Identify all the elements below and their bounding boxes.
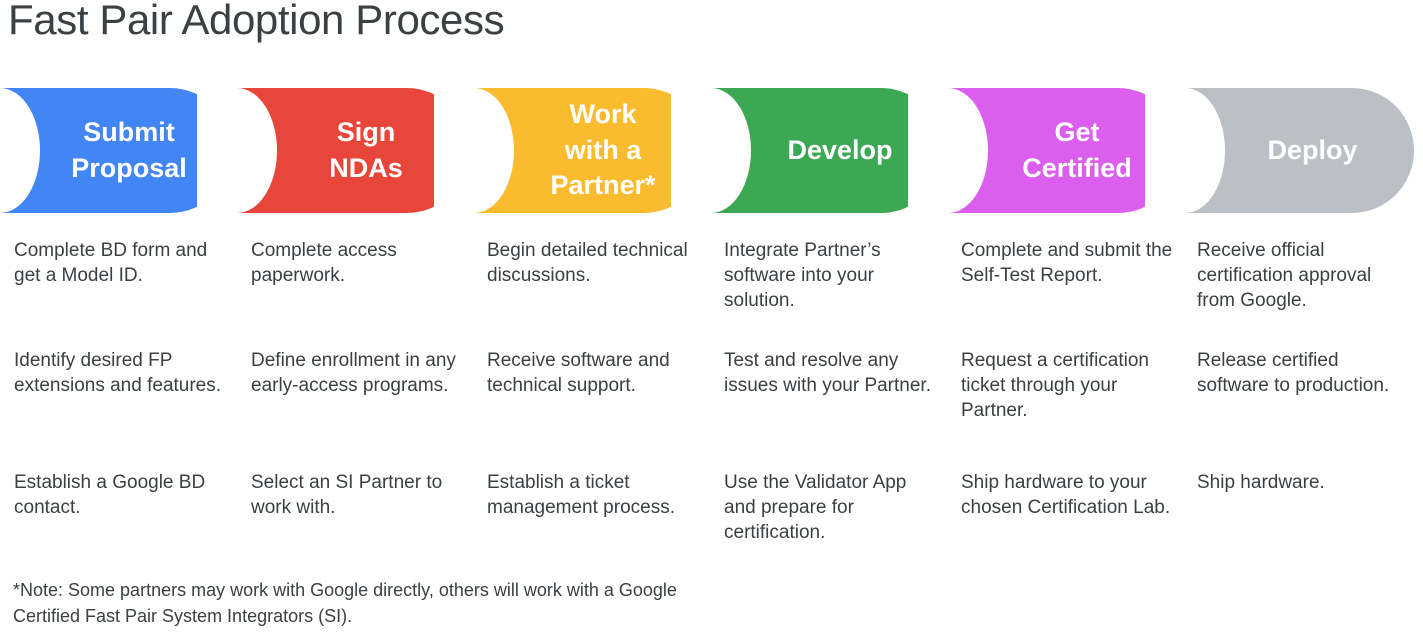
process-step-label-2: Sign NDAs <box>329 116 403 183</box>
detail-item: Ship hardware to your chosen Certificati… <box>961 472 1171 519</box>
process-step-banner-6[interactable]: Deploy <box>1145 88 1414 213</box>
detail-item: Complete and submit the Self-Test Report… <box>961 240 1173 287</box>
detail-item: Ship hardware. <box>1197 472 1325 493</box>
process-step-banner-2[interactable]: Sign NDAs <box>197 88 469 213</box>
detail-item: Request a certification ticket through y… <box>961 350 1149 422</box>
process-step-banner-3[interactable]: Work with a Partner* <box>434 88 706 213</box>
detail-item: Release certified software to production… <box>1197 350 1390 397</box>
banner-notch-5 <box>908 88 988 213</box>
footnote-text: *Note: Some partners may work with Googl… <box>13 580 677 626</box>
detail-item: Receive official certification approval … <box>1197 240 1372 312</box>
process-step-label-4: Develop <box>787 134 893 165</box>
banner-notch-4 <box>671 88 751 213</box>
banner-notch-3 <box>434 88 514 213</box>
process-step-label-5: Get Certified <box>1022 116 1132 183</box>
process-step-label-1: Submit Proposal <box>71 116 187 183</box>
process-step-banner-5[interactable]: Get Certified <box>908 88 1180 213</box>
banner-notch-2 <box>197 88 277 213</box>
process-step-banner-4[interactable]: Develop <box>671 88 943 213</box>
process-banner-row: Submit Proposal Sign NDAs Work with a Pa… <box>0 88 1423 213</box>
detail-item: Establish a ticket management process. <box>487 472 675 519</box>
process-step-label-3: Work with a Partner* <box>550 98 656 201</box>
page-title: Fast Pair Adoption Process <box>8 0 505 43</box>
process-detail-columns: Complete BD form and get a Model ID. Ide… <box>0 238 1423 568</box>
detail-item: Use the Validator App and prepare for ce… <box>724 472 907 544</box>
detail-item: Select an SI Partner to work with. <box>251 472 443 519</box>
detail-item: Establish a Google BD contact. <box>14 472 206 519</box>
detail-item: Integrate Partner’s software into your s… <box>724 240 881 312</box>
detail-item: Define enrollment in any early-access pr… <box>251 350 456 397</box>
detail-item: Receive software and technical support. <box>487 350 670 397</box>
process-step-label-6: Deploy <box>1267 134 1358 165</box>
detail-item: Complete BD form and get a Model ID. <box>14 240 208 287</box>
detail-item: Identify desired FP extensions and featu… <box>14 350 222 397</box>
detail-item: Test and resolve any issues with your Pa… <box>724 350 931 397</box>
process-step-banner-1[interactable]: Submit Proposal <box>0 88 232 213</box>
detail-item: Begin detailed technical discussions. <box>487 240 688 287</box>
detail-item: Complete access paperwork. <box>251 240 397 287</box>
banner-notch-6 <box>1145 88 1225 213</box>
